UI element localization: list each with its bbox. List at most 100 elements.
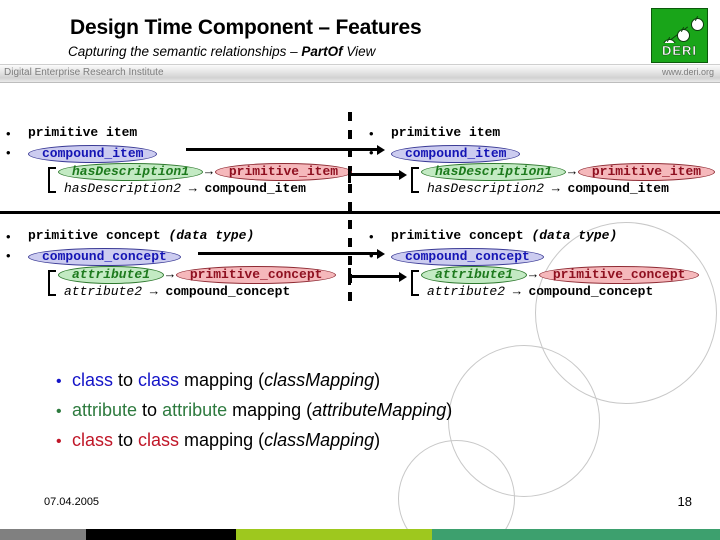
horizontal-divider: [0, 211, 720, 214]
subtitle-emphasis: PartOf: [301, 44, 343, 59]
has-description1-pill[interactable]: hasDescription1: [58, 163, 204, 181]
arrow-tick: [348, 166, 351, 183]
primitive-concept-pill[interactable]: primitive_concept: [538, 266, 700, 284]
primitive-concept-text: primitive concept: [28, 228, 169, 243]
bullet-marker: •: [369, 229, 374, 244]
satellite-dish-icon: [677, 29, 690, 42]
mapping-term-2: class: [138, 370, 180, 390]
class-mapping-arrow: [198, 248, 385, 259]
compound-concept-target: compound_concept: [528, 284, 654, 299]
relation-arrow: →: [568, 164, 576, 179]
primitive-concept-label: primitive concept (data type): [391, 229, 617, 243]
compound-item-node: compound_item: [28, 145, 158, 163]
mapping-term-1: class: [72, 430, 114, 450]
attribute-mapping-arrow: [350, 271, 407, 282]
list-item: •attribute to attribute mapping (attribu…: [56, 396, 676, 426]
relation-arrow: →: [512, 284, 521, 299]
class-mapping-arrow: [186, 144, 385, 155]
bar-segment-gray: [0, 529, 86, 540]
bullet-marker: •: [6, 126, 11, 141]
page-number: 18: [677, 494, 692, 509]
footer-color-bar: [0, 529, 720, 540]
attribute1-row: attribute1→primitive_concept: [58, 266, 337, 284]
primitive-item-pill[interactable]: primitive_item: [577, 163, 716, 181]
relation-arrow: →: [166, 267, 174, 282]
institute-name: Digital Enterprise Research Institute: [4, 67, 164, 78]
subtitle-part-1: Capturing the semantic relationships –: [68, 44, 302, 59]
mapping-close-paren: ): [446, 400, 453, 420]
relation-arrow: →: [529, 267, 537, 282]
has-description2-label: hasDescription2: [427, 181, 545, 196]
attribute2-label: attribute2: [427, 284, 506, 299]
grouping-bracket: [48, 270, 56, 296]
bullet-marker: •: [6, 145, 11, 160]
logo-field: DERI: [655, 12, 704, 59]
mapping-close-paren: ): [374, 430, 381, 450]
primitive-item-label: primitive item: [391, 125, 501, 140]
mapping-name: classMapping: [264, 370, 375, 390]
compound-item-target: compound_item: [567, 181, 669, 196]
compound-item-pill[interactable]: compound_item: [391, 145, 521, 163]
mapping-term-2: attribute: [162, 400, 228, 420]
primitive-concept-label: primitive concept (data type): [28, 229, 254, 243]
subtitle-part-2: View: [342, 44, 376, 59]
compound-concept-node: compound_concept: [391, 248, 544, 266]
relation-arrow: →: [205, 164, 213, 179]
watermark-circle: [448, 345, 600, 497]
primitive-concept-text: primitive concept: [391, 228, 532, 243]
attribute2-row: attribute2 → compound_concept: [64, 285, 290, 299]
institute-url: www.deri.org: [661, 67, 714, 77]
mapping-list: •class to class mapping (classMapping) •…: [56, 366, 676, 456]
bar-segment-lime: [236, 529, 432, 540]
compound-item-pill[interactable]: compound_item: [28, 145, 158, 163]
primitive-concept-pill[interactable]: primitive_concept: [175, 266, 337, 284]
attribute2-label: attribute2: [64, 284, 143, 299]
mapping-name: classMapping: [264, 430, 375, 450]
relation-arrow: →: [551, 181, 560, 196]
mapping-sep-1: to: [113, 430, 139, 450]
page-title: Design Time Component – Features: [70, 16, 422, 39]
list-item: •class to class mapping (classMapping): [56, 426, 676, 456]
attribute1-pill[interactable]: attribute1: [58, 266, 165, 284]
attribute-mapping-arrow: [350, 169, 407, 180]
data-type-annotation: (data type): [168, 228, 255, 243]
page-subtitle: Capturing the semantic relationships – P…: [68, 44, 375, 59]
mapping-close-paren: ): [374, 370, 381, 390]
slide-date: 07.04.2005: [44, 496, 100, 508]
mapping-term-1: class: [72, 370, 114, 390]
compound-item-target: compound_item: [204, 181, 306, 196]
vertical-dashed-divider: [348, 112, 352, 308]
primitive-item-label: primitive item: [28, 125, 138, 140]
deri-logo: DERI: [651, 8, 708, 63]
compound-item-node: compound_item: [391, 145, 521, 163]
mapping-sep-2: mapping (: [179, 430, 265, 450]
compound-concept-node: compound_concept: [28, 248, 181, 266]
watermark-circle: [398, 440, 515, 540]
watermark-circle: [535, 222, 717, 404]
has-description1-pill[interactable]: hasDescription1: [421, 163, 567, 181]
bar-segment-black: [86, 529, 236, 540]
grouping-bracket: [48, 167, 56, 193]
primitive-item-pill[interactable]: primitive_item: [214, 163, 353, 181]
attribute1-pill[interactable]: attribute1: [421, 266, 528, 284]
compound-concept-target: compound_concept: [165, 284, 291, 299]
bar-segment-green: [432, 529, 720, 540]
has-description1-row: hasDescription1→primitive_item: [58, 163, 353, 181]
mapping-term-1: attribute: [72, 400, 138, 420]
attribute2-row: attribute2 → compound_concept: [427, 285, 653, 299]
has-description2-row: hasDescription2 → compound_item: [64, 182, 306, 196]
bullet-marker: •: [369, 126, 374, 141]
mapping-sep-2: mapping (: [227, 400, 313, 420]
attribute1-row: attribute1→primitive_concept: [421, 266, 700, 284]
mapping-sep-1: to: [113, 370, 139, 390]
data-type-annotation: (data type): [531, 228, 618, 243]
compound-concept-pill[interactable]: compound_concept: [391, 248, 544, 266]
list-item: •class to class mapping (classMapping): [56, 366, 676, 396]
compound-concept-pill[interactable]: compound_concept: [28, 248, 181, 266]
bullet-marker: •: [369, 248, 374, 263]
mapping-sep-2: mapping (: [179, 370, 265, 390]
logo-wordmark: DERI: [657, 43, 702, 58]
has-description2-label: hasDescription2: [64, 181, 182, 196]
bullet-marker: •: [56, 433, 62, 450]
